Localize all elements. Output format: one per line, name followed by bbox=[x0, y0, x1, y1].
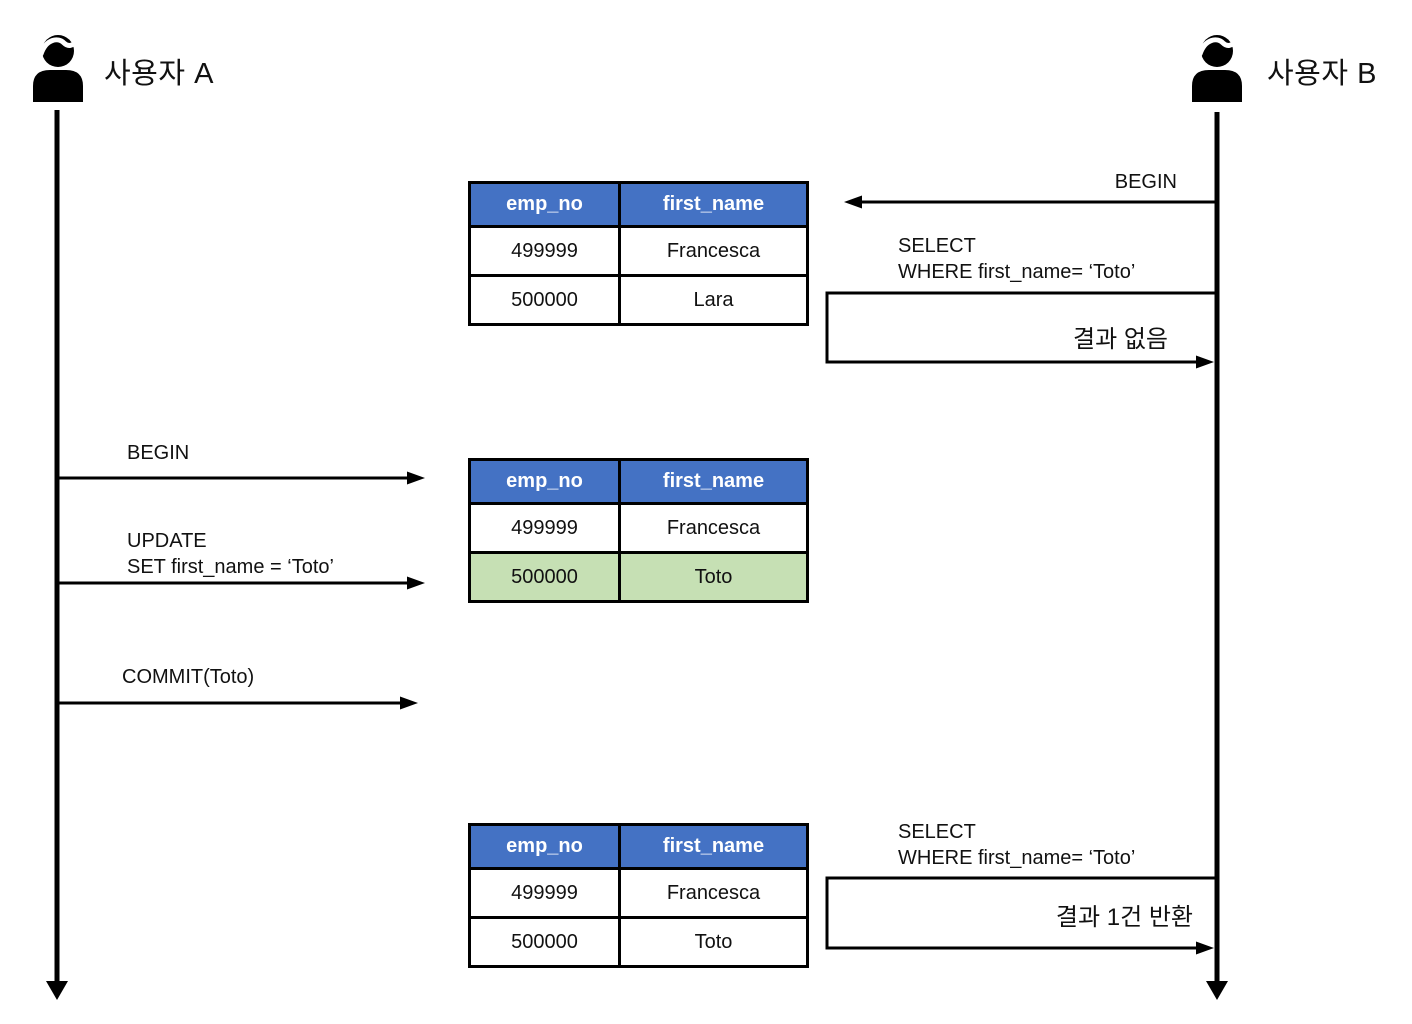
cell-emp-no: 500000 bbox=[468, 551, 621, 603]
col-header-first-name: first_name bbox=[618, 181, 809, 228]
bracket-b-select2-return bbox=[825, 876, 1215, 950]
cell-first-name: Lara bbox=[618, 274, 809, 326]
cell-emp-no: 500000 bbox=[468, 274, 621, 326]
lifeline-user-b-arrowhead bbox=[1206, 981, 1228, 1000]
cell-first-name: Francesca bbox=[618, 225, 809, 277]
arrow-a-begin-head bbox=[407, 471, 425, 485]
cell-first-name: Toto bbox=[618, 916, 809, 968]
label-b-result-one: 결과 1건 반환 bbox=[1055, 904, 1193, 931]
table-row: 499999 Francesca bbox=[468, 867, 809, 919]
arrow-a-commit-head bbox=[400, 696, 418, 710]
cell-first-name: Francesca bbox=[618, 502, 809, 554]
table-snapshot-1: emp_no first_name 499999 Francesca 50000… bbox=[468, 181, 809, 326]
table-header-row: emp_no first_name bbox=[468, 823, 809, 870]
col-header-emp-no: emp_no bbox=[468, 823, 621, 870]
bracket-b-select2-return-head bbox=[1196, 941, 1214, 955]
label-a-commit: COMMIT(Toto) bbox=[122, 666, 255, 688]
label-b-select-line2: WHERE first_name= ‘Toto’ bbox=[898, 261, 1136, 283]
cell-emp-no: 500000 bbox=[468, 916, 621, 968]
table-row: 500000 Lara bbox=[468, 274, 809, 326]
col-header-emp-no: emp_no bbox=[468, 458, 621, 505]
cell-first-name: Toto bbox=[618, 551, 809, 603]
col-header-emp-no: emp_no bbox=[468, 181, 621, 228]
cell-first-name: Francesca bbox=[618, 867, 809, 919]
label-a-update: UPDATE SET first_name = ‘Toto’ bbox=[127, 528, 334, 580]
cell-emp-no: 499999 bbox=[468, 502, 621, 554]
table-snapshot-2: emp_no first_name 499999 Francesca 50000… bbox=[468, 458, 809, 603]
bracket-b-select-return bbox=[825, 291, 1215, 364]
label-b-select2: SELECT WHERE first_name= ‘Toto’ bbox=[898, 819, 1135, 871]
col-header-first-name: first_name bbox=[618, 823, 809, 870]
table-row: 499999 Francesca bbox=[468, 225, 809, 277]
actor-a-label: 사용자 A bbox=[104, 58, 214, 90]
arrow-a-update-head bbox=[407, 576, 425, 590]
cell-emp-no: 499999 bbox=[468, 867, 621, 919]
label-a-begin: BEGIN bbox=[127, 442, 190, 464]
label-b-select-line1: SELECT bbox=[898, 235, 976, 257]
user-b-person-icon bbox=[1192, 35, 1242, 102]
table-header-row: emp_no first_name bbox=[468, 458, 809, 505]
label-a-update-line2: SET first_name = ‘Toto’ bbox=[127, 556, 334, 578]
lifeline-user-a-arrowhead bbox=[46, 981, 68, 1000]
arrow-b-begin-head bbox=[844, 195, 862, 209]
user-a-person-icon bbox=[33, 35, 83, 102]
col-header-first-name: first_name bbox=[618, 458, 809, 505]
cell-emp-no: 499999 bbox=[468, 225, 621, 277]
table-row-highlighted: 500000 Toto bbox=[468, 551, 809, 603]
table-snapshot-3: emp_no first_name 499999 Francesca 50000… bbox=[468, 823, 809, 968]
actor-b-label: 사용자 B bbox=[1267, 58, 1377, 90]
label-b-begin: BEGIN bbox=[1114, 171, 1177, 193]
bracket-b-select-return-head bbox=[1196, 355, 1214, 369]
table-header-row: emp_no first_name bbox=[468, 181, 809, 228]
label-a-update-line1: UPDATE bbox=[127, 530, 207, 552]
label-b-select2-line2: WHERE first_name= ‘Toto’ bbox=[898, 847, 1136, 869]
table-row: 500000 Toto bbox=[468, 916, 809, 968]
table-row: 499999 Francesca bbox=[468, 502, 809, 554]
label-b-select: SELECT WHERE first_name= ‘Toto’ bbox=[898, 233, 1135, 285]
label-b-result-none: 결과 없음 bbox=[1073, 326, 1168, 353]
label-b-select2-line1: SELECT bbox=[898, 821, 976, 843]
